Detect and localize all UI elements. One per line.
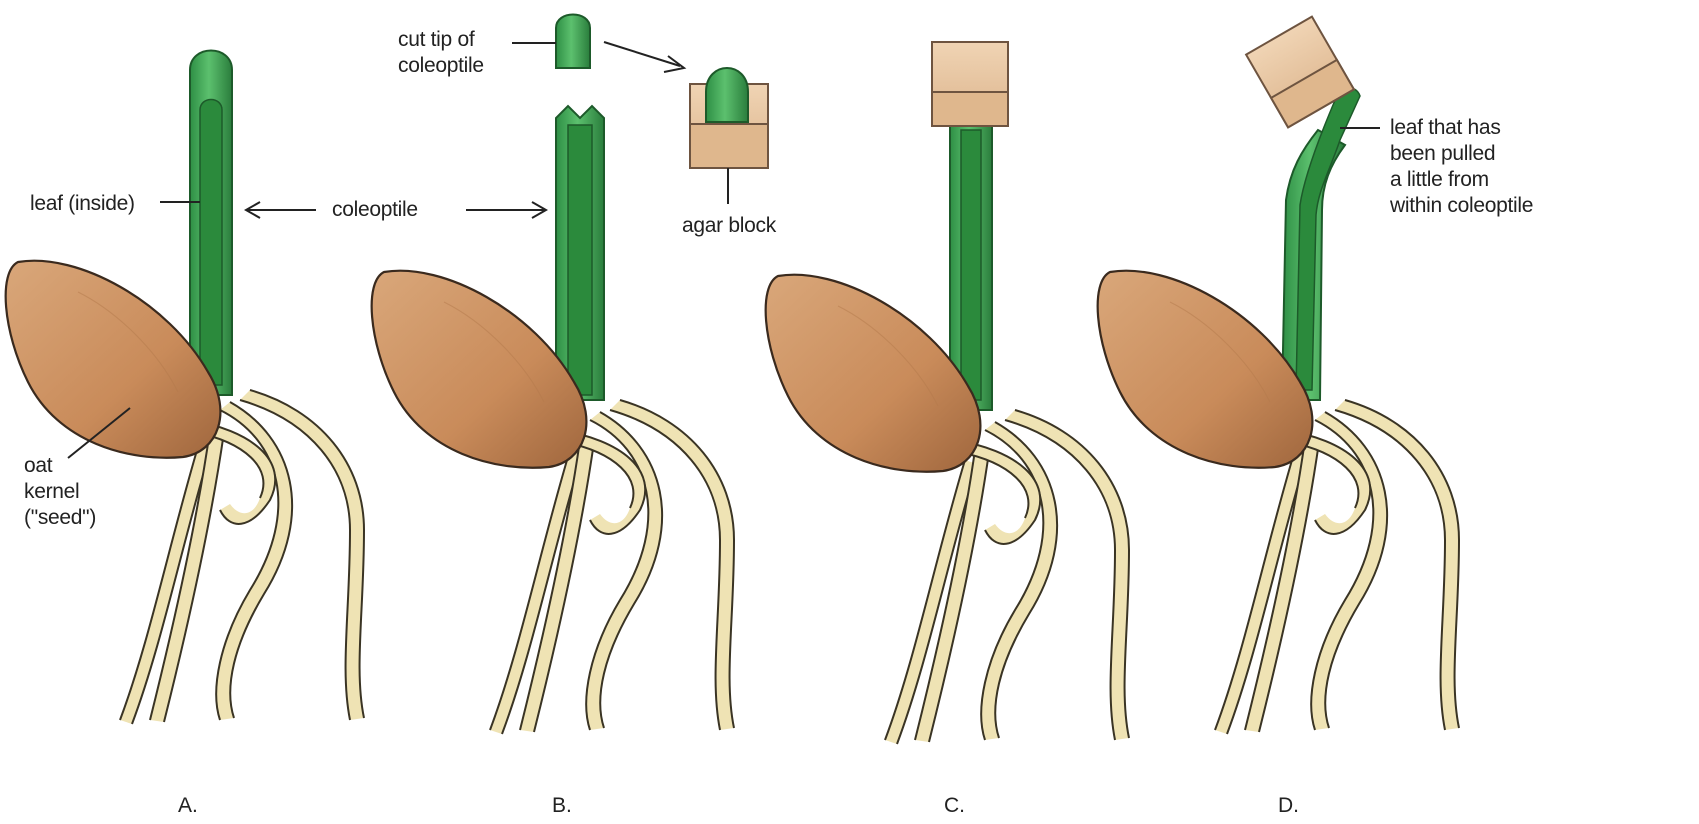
panel-b bbox=[246, 15, 768, 735]
label-coleoptile: coleoptile bbox=[332, 198, 418, 221]
label-cut-tip-2: coleoptile bbox=[398, 54, 484, 77]
panel-label-b: B. bbox=[552, 794, 572, 817]
panel-b-kernel bbox=[372, 271, 587, 468]
agar-block bbox=[690, 68, 768, 168]
panel-c-kernel bbox=[766, 275, 981, 472]
panel-label-a: A. bbox=[178, 794, 198, 817]
panel-d-kernel bbox=[1098, 271, 1313, 468]
label-leaf-pulled-3: a little from bbox=[1390, 168, 1489, 191]
label-oat-2: kernel bbox=[24, 480, 79, 503]
panel-a-kernel bbox=[6, 261, 221, 458]
panel-label-d: D. bbox=[1278, 794, 1299, 817]
panel-a-coleoptile bbox=[190, 51, 232, 396]
panel-c bbox=[766, 42, 1129, 744]
panel-label-c: C. bbox=[944, 794, 965, 817]
label-leaf-pulled-1: leaf that has bbox=[1390, 116, 1501, 139]
cut-tip bbox=[556, 15, 590, 69]
label-oat-3: ("seed") bbox=[24, 506, 96, 529]
label-leaf-pulled-4: within coleoptile bbox=[1389, 194, 1533, 217]
panel-d-coleoptile bbox=[1282, 88, 1360, 400]
panel-a bbox=[6, 51, 364, 725]
label-leaf-inside: leaf (inside) bbox=[30, 192, 135, 215]
panel-b-coleoptile bbox=[556, 106, 604, 400]
label-cut-tip-1: cut tip of bbox=[398, 28, 475, 51]
panel-c-agar-block bbox=[932, 42, 1008, 126]
label-leaf-pulled-2: been pulled bbox=[1390, 142, 1495, 165]
label-oat-1: oat bbox=[24, 454, 53, 477]
arrow-tip-to-agar bbox=[604, 42, 684, 72]
label-agar-block: agar block bbox=[682, 214, 777, 237]
